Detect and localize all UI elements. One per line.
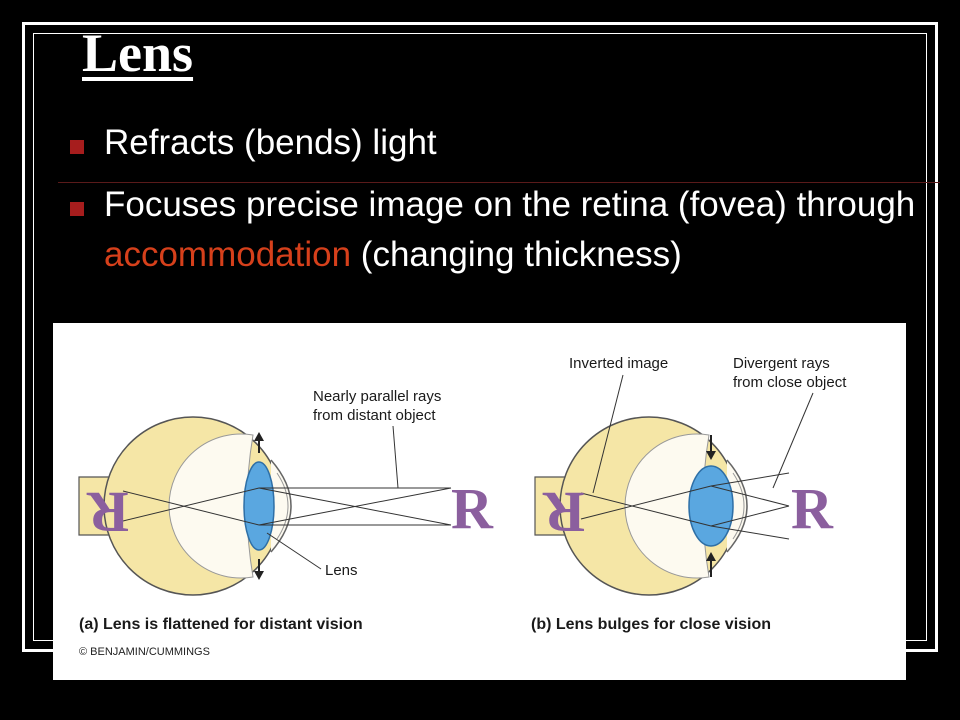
arrow-down-head-a xyxy=(254,571,264,580)
bullet-text-after: (changing thickness) xyxy=(351,235,682,274)
highlight-accommodation: accommodation xyxy=(104,235,352,274)
inverted-letter-a: R xyxy=(86,480,129,545)
leader-lens-a xyxy=(266,532,322,570)
figure-svg: R R Nearly parallel rays from distant ob… xyxy=(78,355,847,658)
bullet-text: Refracts (bends) light xyxy=(104,123,437,162)
bullet-marker-icon xyxy=(70,140,84,154)
panel-b-rays xyxy=(580,472,790,540)
caption-b: (b) Lens bulges for close vision xyxy=(531,616,771,633)
leader-inverted-b xyxy=(592,374,624,494)
label-rays-b-2: from close object xyxy=(733,374,847,391)
label-rays-a-2: from distant object xyxy=(313,407,436,424)
bullet-text-before: Focuses precise image on the retina (fov… xyxy=(104,185,916,224)
arrow-up-head-a xyxy=(254,432,264,441)
panel-a-rays xyxy=(122,487,452,526)
object-letter-b: R xyxy=(791,476,834,541)
panel-a-eye xyxy=(78,416,292,596)
bullet-refracts: Refracts (bends) light xyxy=(70,118,930,168)
inverted-letter-b: R xyxy=(542,480,585,545)
bullet-list: Refracts (bends) light Focuses precise i… xyxy=(70,118,930,280)
iris-line-b xyxy=(732,472,745,540)
lens-flat-a xyxy=(243,461,275,551)
arrow-down-head-b xyxy=(706,451,716,460)
panel-b-eye xyxy=(534,416,748,596)
leader-rays-a xyxy=(392,425,399,489)
divider-rule xyxy=(58,182,940,183)
lens-bulged-b xyxy=(688,465,734,547)
arrow-up-head-b xyxy=(706,552,716,561)
label-rays-b-1: Divergent rays xyxy=(733,355,830,372)
label-rays-a-1: Nearly parallel rays xyxy=(313,388,441,405)
slide-title: Lens xyxy=(82,23,194,83)
eye-accommodation-figure: R R Nearly parallel rays from distant ob… xyxy=(53,323,906,680)
label-inverted-b: Inverted image xyxy=(569,355,668,372)
iris-line-a xyxy=(276,472,289,540)
cornea-a xyxy=(270,459,292,553)
bullet-focuses: Focuses precise image on the retina (fov… xyxy=(70,180,930,280)
copyright-credit: © BENJAMIN/CUMMINGS xyxy=(79,646,210,658)
object-letter-a: R xyxy=(451,476,494,541)
leader-rays-b xyxy=(772,392,814,489)
label-lens-a: Lens xyxy=(325,562,358,579)
bullet-marker-icon xyxy=(70,202,84,216)
caption-a: (a) Lens is flattened for distant vision xyxy=(79,616,363,633)
